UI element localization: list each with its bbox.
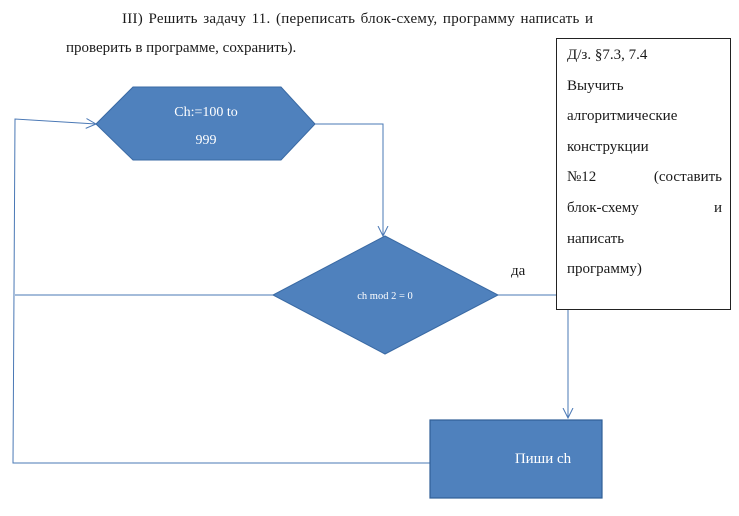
loop-label-line-1: Ch:=100 to (174, 105, 238, 120)
condition-diamond (271, 235, 500, 355)
edge-output-back-to-loop (12, 119, 430, 464)
edge-loop-to-condition (315, 123, 383, 236)
homework-line: Д/з. §7.3, 7.4 (567, 47, 648, 63)
homework-line-justified: блок-схему и (567, 199, 722, 230)
loop-label-line-2: 999 (196, 133, 217, 148)
homework-line: программу) (567, 261, 642, 278)
edge-condition-yes (498, 294, 568, 418)
homework-line: Выучить (567, 77, 624, 94)
homework-line: алгоритмические (567, 108, 678, 125)
task-text-line-1: III) Решить задачу 11. (переписать блок-… (122, 11, 594, 27)
loop-hexagon (95, 86, 316, 161)
homework-word: блок-схему (567, 199, 639, 216)
condition-label: ch mod 2 = 0 (357, 291, 413, 302)
output-block (429, 419, 603, 499)
homework-line-justified: №12 (составить (567, 168, 722, 199)
task-text-line-2: проверить в программе, сохранить). (66, 40, 297, 56)
homework-line: написать (567, 230, 625, 247)
homework-word: (составить (653, 169, 722, 186)
homework-word: и (713, 199, 722, 216)
yes-branch-label: да (511, 263, 526, 279)
homework-word: №12 (567, 169, 597, 186)
homework-line: конструкции (567, 138, 649, 155)
output-label: Пиши ch (515, 451, 572, 467)
homework-box: Д/з. §7.3, 7.4 Выучить алгоритмические к… (556, 38, 731, 310)
